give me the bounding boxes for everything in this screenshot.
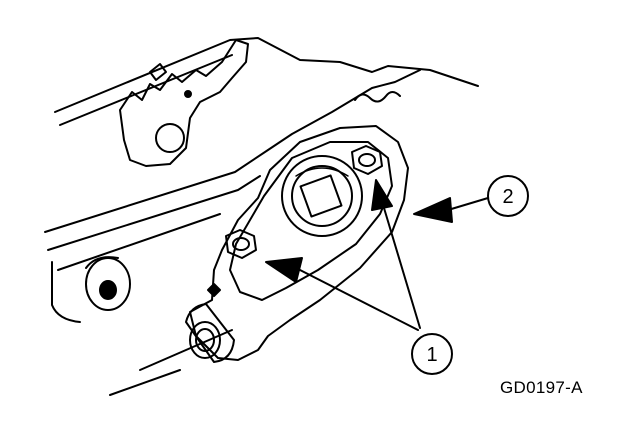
arrow-head-left-bolt: [265, 257, 303, 283]
figure-code: GD0197-A: [500, 378, 583, 397]
case-boss: [85, 256, 131, 311]
callout-2: 2: [487, 175, 529, 217]
callout-2-label: 2: [502, 186, 513, 208]
arrow-head-right-bolt: [371, 179, 393, 211]
transmission-case-outline: [44, 37, 479, 396]
range-sensor-body: [185, 125, 409, 363]
mounting-bolt-left: [225, 229, 257, 259]
manual-shaft: [281, 155, 363, 237]
mounting-bolt-right: [351, 145, 383, 175]
callout-1: 1: [411, 333, 453, 375]
callout-1-label: 1: [426, 344, 437, 366]
arrow-head-sensor: [413, 197, 453, 223]
manual-lever-gear: [119, 39, 249, 167]
leader-lines: [265, 179, 489, 331]
